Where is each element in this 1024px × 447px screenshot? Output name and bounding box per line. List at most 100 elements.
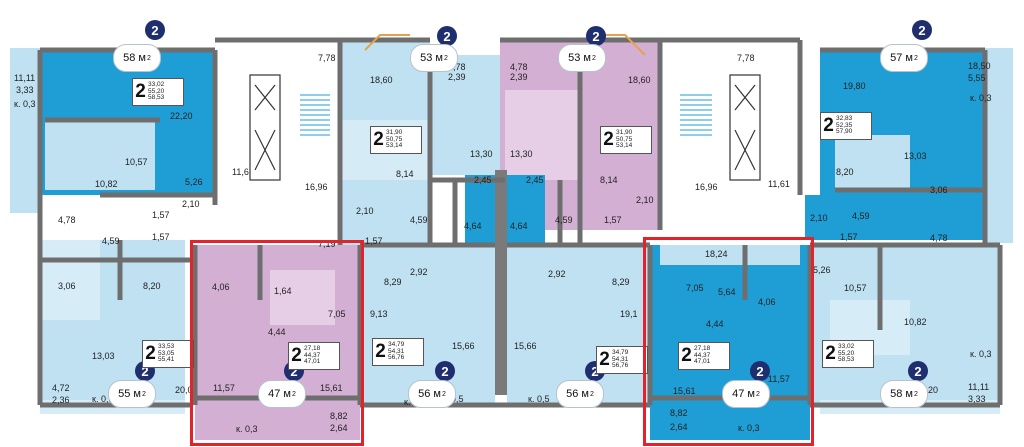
room-area-label: 4,44 [268, 327, 286, 337]
room-area-label: 4,78 [510, 62, 528, 72]
room-area-label: к. 0,5 [92, 394, 114, 404]
stair-flight-right [680, 94, 712, 136]
room-area-label: 4,59 [555, 215, 573, 225]
room-area-label: 2,36 [52, 395, 70, 405]
room-count-badge[interactable]: 2 [145, 20, 165, 40]
area-unit: м [283, 388, 291, 400]
room-area-label: 4,64 [464, 221, 482, 231]
card-room-count: 2 [145, 343, 156, 364]
room-area-label: 4,78 [930, 233, 948, 243]
card-area-value: 52,35 [836, 121, 853, 129]
room-area-label: 8,20 [143, 281, 161, 291]
card-area-value: 54,31 [388, 347, 405, 355]
room-area-label: 20 [928, 385, 939, 395]
room-area-label: 22,20 [170, 111, 193, 121]
area-unit-exponent: 2 [141, 390, 146, 398]
card-area-value: 55,20 [148, 87, 165, 95]
area-unit: м [433, 388, 441, 400]
card-area-value: 55,41 [158, 356, 175, 364]
room-area-label: 9,13 [370, 309, 388, 319]
room-count-badge[interactable]: 2 [908, 361, 928, 381]
area-value: 55 [118, 388, 131, 400]
room-area-label: 13,30 [510, 149, 533, 159]
room-area-label: 2,92 [548, 269, 566, 279]
area-value: 56 [566, 388, 579, 400]
card-area-value: 33,02 [148, 80, 165, 88]
area-value: 53 [420, 52, 433, 64]
area-value: 57 [890, 52, 903, 64]
room-area-label: 4,59 [852, 211, 870, 221]
room-area-label: 7,19 [318, 239, 336, 249]
room-area-label: 19,80 [843, 81, 866, 91]
room-count-badge[interactable]: 2 [750, 361, 770, 381]
room-area-label: 3,06 [930, 185, 948, 195]
room-area-label: 11,11 [968, 382, 990, 392]
area-unit-exponent: 2 [591, 54, 596, 62]
room-area-label: 4,59 [102, 236, 120, 246]
card-area-value: 34,79 [388, 340, 405, 348]
room-area-label: 15,66 [452, 341, 475, 351]
room-count-badge[interactable]: 2 [435, 361, 455, 381]
card-area-value: 47,01 [694, 358, 711, 366]
room-area-label: 4,44 [706, 319, 724, 329]
card-area-value: 27,18 [304, 344, 321, 352]
room-area-label: к. 0,3 [970, 349, 992, 359]
card-area-value: 53,14 [616, 142, 633, 150]
area-unit: м [581, 388, 589, 400]
room-area-label: 11,57 [213, 383, 235, 393]
highlight-frame-a6[interactable] [190, 240, 364, 446]
room-area-label: 7,05 [328, 309, 346, 319]
room-area-label: 2,10 [356, 206, 374, 216]
room-area-label: 1,57 [365, 236, 383, 246]
area-unit: м [905, 52, 913, 64]
room-area-label: 16,96 [695, 182, 718, 192]
room-area-label: 4,78 [448, 62, 466, 72]
room-area-label: 1,64 [274, 286, 292, 296]
room-area-label: к. 0,3 [738, 423, 760, 433]
room-area-label: 8,14 [600, 175, 618, 185]
highlight-frame-a9[interactable] [643, 237, 814, 446]
walls [37, 37, 1003, 408]
room-area-label: 18,50 [968, 61, 991, 71]
area-unit-exponent: 2 [441, 390, 446, 398]
area-value: 56 [418, 388, 431, 400]
room-area-label: 8,20 [836, 167, 854, 177]
card-area-value: 44,37 [304, 351, 321, 359]
room-area-label: 2,64 [330, 423, 348, 433]
area-unit: м [747, 388, 755, 400]
room-count-badge[interactable]: 2 [912, 20, 932, 40]
stair-core-left [249, 74, 281, 181]
card-area-value: 57,90 [836, 128, 853, 136]
room-area-label: 10,82 [95, 179, 118, 189]
room-area-label: 10,57 [844, 283, 867, 293]
room-area-label: к. 0,3 [14, 99, 36, 109]
room-area-label: 2,45 [474, 175, 492, 185]
card-area-value: 27,18 [694, 344, 711, 352]
room-count-badge[interactable]: 2 [437, 26, 457, 46]
card-area-value: 32,83 [836, 114, 853, 122]
room-count-badge[interactable]: 2 [586, 26, 606, 46]
room-area-label: 5,55 [968, 73, 986, 83]
room-area-label: 8,29 [384, 277, 402, 287]
room-area-label: 4,78 [58, 215, 76, 225]
